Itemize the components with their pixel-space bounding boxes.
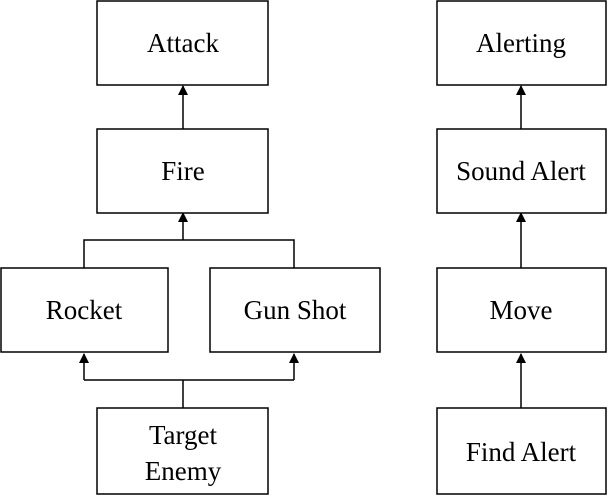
- node-fire: Fire: [96, 128, 269, 214]
- node-rocket-label: Rocket: [46, 295, 123, 325]
- node-move: Move: [436, 267, 607, 353]
- node-target-enemy-label-line2: Enemy: [145, 456, 222, 486]
- node-target-enemy-label-line1: Target: [149, 420, 218, 450]
- node-sound-alert-label: Sound Alert: [456, 156, 586, 186]
- node-find-alert-label: Find Alert: [466, 437, 577, 467]
- node-attack: Attack: [96, 0, 269, 86]
- node-attack-label: Attack: [147, 28, 219, 58]
- node-find-alert: Find Alert: [436, 407, 607, 495]
- node-alerting: Alerting: [436, 0, 607, 86]
- node-gun-shot: Gun Shot: [209, 267, 381, 353]
- node-rocket: Rocket: [0, 267, 169, 353]
- node-fire-label: Fire: [161, 156, 205, 186]
- edge-rocket-gunshot-to-fire: [83, 239, 295, 268]
- node-target-enemy: Target Enemy: [96, 407, 269, 495]
- node-alerting-label: Alerting: [476, 28, 566, 58]
- node-move-label: Move: [490, 295, 553, 325]
- node-sound-alert: Sound Alert: [436, 128, 607, 214]
- node-gun-shot-label: Gun Shot: [244, 295, 347, 325]
